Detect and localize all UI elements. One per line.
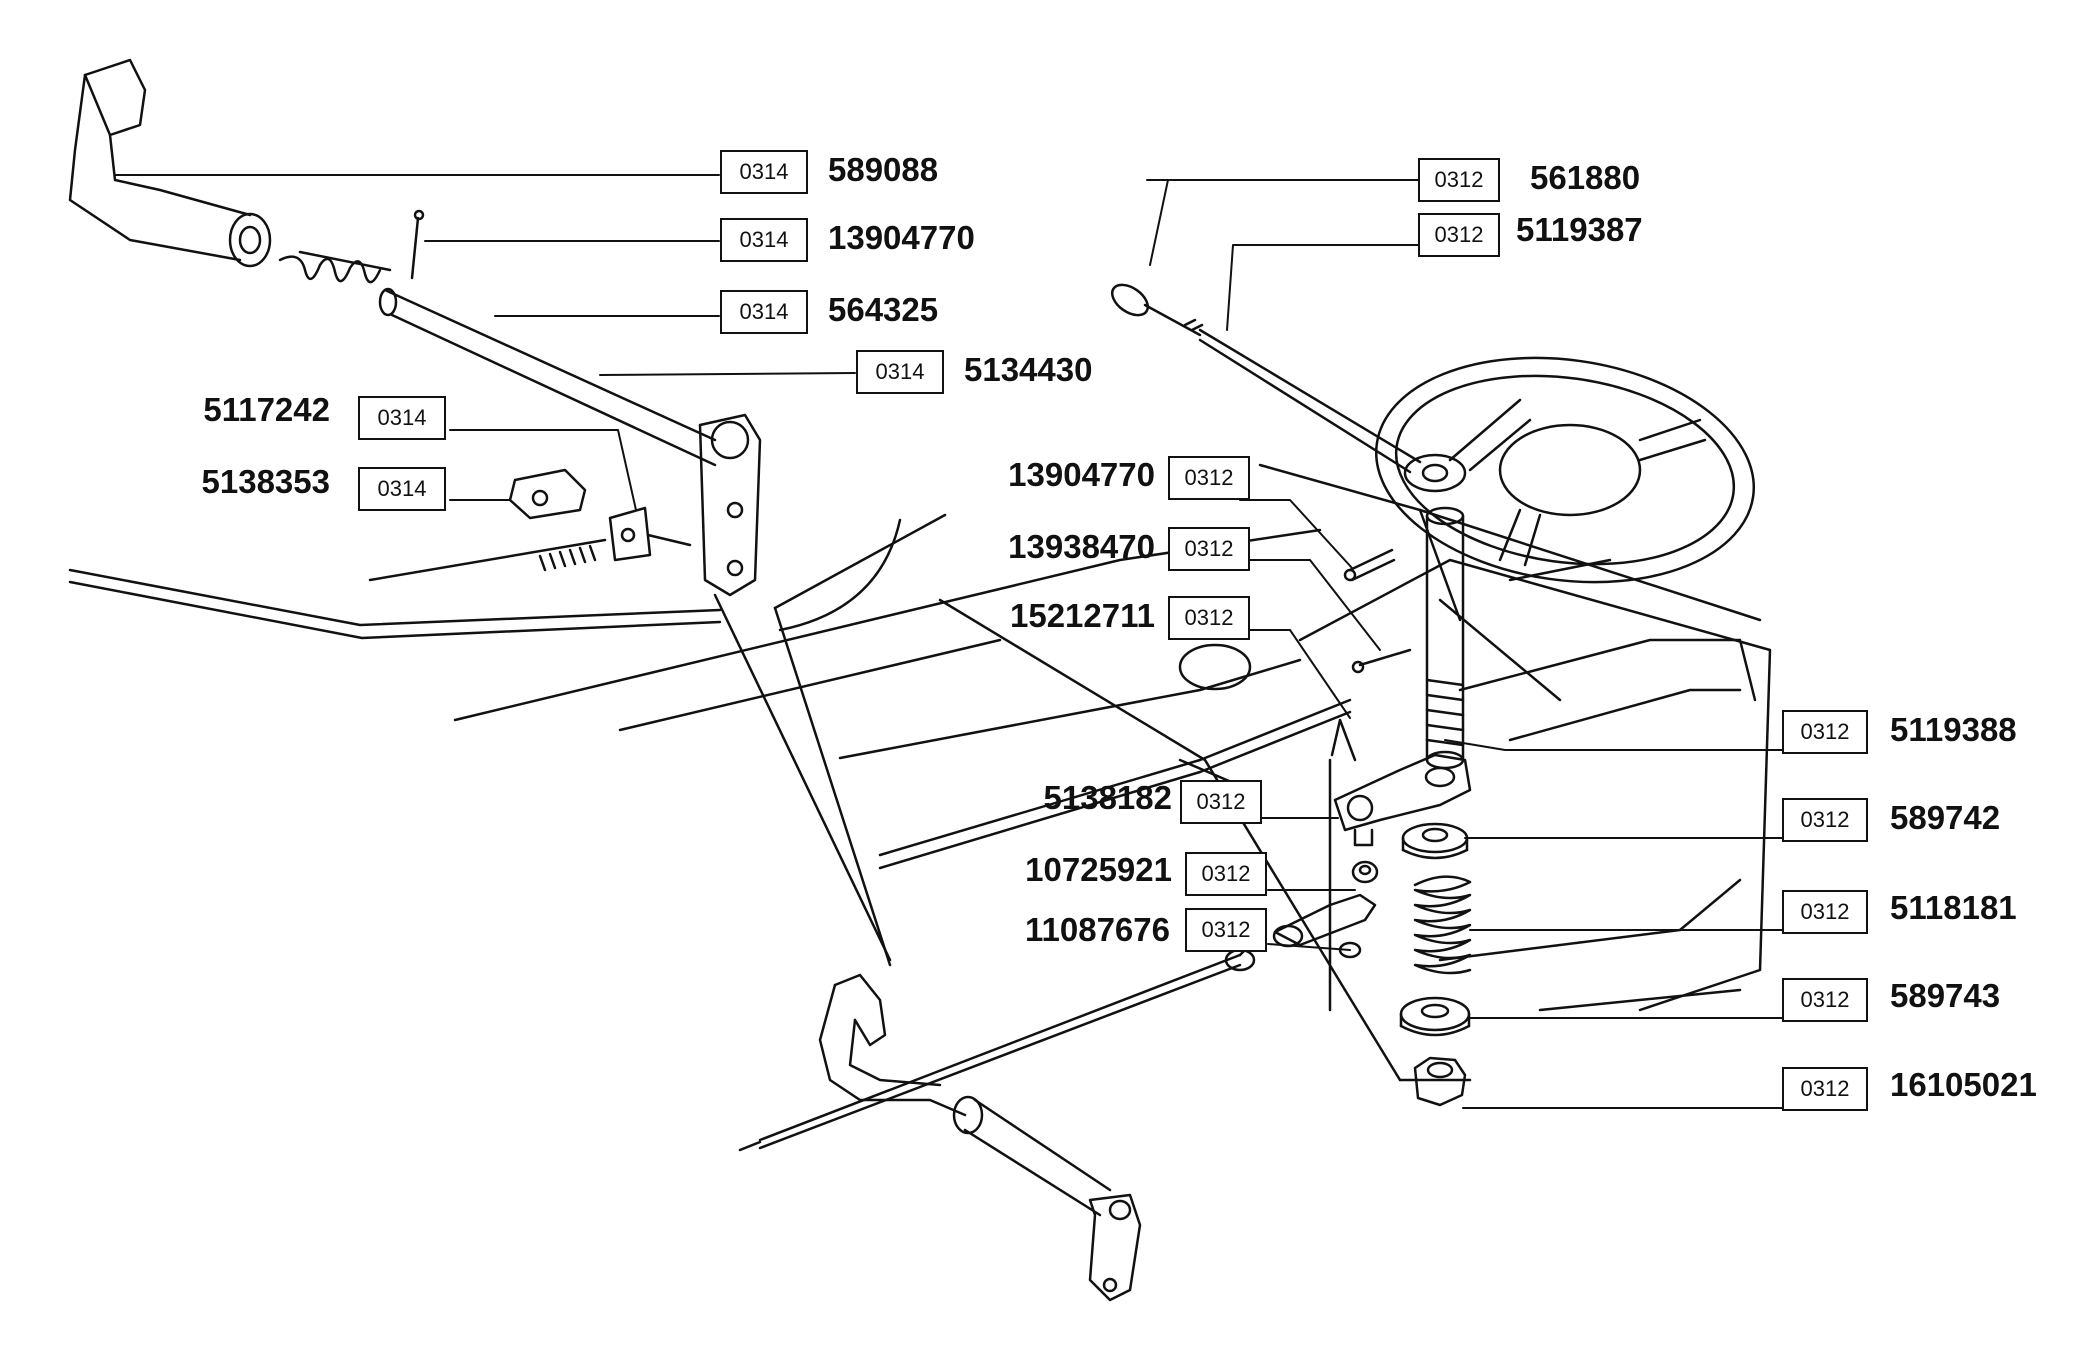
callout-code-box: 0312 [1180,780,1262,824]
guide-lines [713,513,947,967]
brake-lever-arm [698,413,762,597]
callout-code-box: 0314 [720,218,808,262]
callout-group-5118181: 0312 5118181 [1782,889,2017,934]
callout-group-5119388: 0312 5119388 [1782,710,2017,754]
part-number-label: 589743 [1890,977,2001,1014]
steering-rod [1110,283,1467,493]
part-number-label: 561880 [1530,159,1641,196]
clamp-block [608,506,692,562]
bracket-clip [508,468,587,520]
callout-group-589743: 0312 589743 [1782,977,2001,1022]
callout-code-box: 0314 [358,467,446,511]
part-number-label: 10725921 [1025,851,1172,888]
part-number-label: 11087676 [1024,911,1170,948]
callout-code-box: 0312 [1782,710,1868,754]
callout-code-box: 0312 [1782,1067,1868,1111]
callout-code-box: 0312 [1782,890,1868,934]
callout-code-box: 0312 [1185,908,1267,952]
callout-code-box: 0314 [720,290,808,334]
part-number-label: 5117242 [203,391,330,428]
part-number-label: 5134430 [964,351,1093,388]
steering-wheel [1374,356,1756,584]
callout-code-box: 0312 [1782,978,1868,1022]
part-number-label: 15212711 [1009,597,1155,634]
callout-code-box: 0312 [1782,798,1868,842]
part-number-label: 589742 [1890,799,2001,836]
part-number-label: 5138353 [201,463,330,500]
callout-code-box: 0314 [358,396,446,440]
round-cap [1178,643,1252,691]
coil-spring [1413,875,1472,975]
callout-code-box: 0312 [1168,527,1250,571]
small-pins [1330,548,1412,762]
callout-group-5117242: 5117242 0314 [203,391,446,440]
hex-nut [1413,1056,1467,1107]
washer-lower [1399,996,1471,1037]
leader-lines [114,174,1783,1109]
part-number-label: 5119387 [1516,211,1643,248]
part-number-label: 564325 [828,291,939,328]
callout-group-564325: 0314 564325 [720,290,939,334]
brake-shaft [378,287,717,467]
callout-code-box: 0312 [1418,213,1500,257]
lower-pedal-assembly [818,973,1142,1302]
callout-group-5138182: 5138182 0312 [1043,779,1262,824]
part-number-label: 16105021 [1890,1066,2037,1103]
part-number-label: 13904770 [1008,456,1155,493]
washer-upper [1401,822,1469,860]
callout-code-box: 0312 [1168,596,1250,640]
callout-group-5138353: 5138353 0314 [201,463,446,511]
callout-group-13938470: 13938470 0312 [1008,527,1250,571]
control-cable [738,933,1267,1152]
cotter-pin [410,209,425,280]
callout-code-box: 0312 [1418,158,1500,202]
part-number-label: 589088 [828,151,939,188]
callout-code-box: 0312 [1185,852,1267,896]
callout-group-13904770-a: 0314 13904770 [720,218,975,262]
callout-group-5119387: 0312 5119387 [1418,211,1643,257]
part-number-label: 5119388 [1890,711,2017,748]
tractor-body-outline [68,518,1772,1082]
return-spring [278,250,392,284]
callout-code-box: 0314 [856,350,944,394]
callout-group-16105021: 0312 16105021 [1782,1066,2037,1111]
callout-group-589742: 0312 589742 [1782,798,2001,842]
callout-group-15212711: 15212711 0312 [1009,596,1250,640]
part-number-label: 13938470 [1008,528,1155,565]
dashboard-panel [1258,463,1762,702]
part-number-label: 5138182 [1043,779,1172,816]
small-nut [1351,860,1379,884]
threaded-rod [368,538,607,582]
callout-group-5134430: 0314 5134430 [856,350,1093,394]
callout-group-589088: 0314 589088 [720,150,939,194]
callout-group-561880: 0312 561880 [1418,158,1641,202]
callout-group-13904770-b: 13904770 0312 [1008,456,1250,500]
part-number-label: 5118181 [1890,889,2017,926]
callout-code-box: 0312 [1168,456,1250,500]
part-number-label: 13904770 [828,219,975,256]
callout-group-11087676: 11087676 0312 [1024,908,1267,952]
brake-pedal [68,58,272,268]
callout-group-10725921: 10725921 0312 [1025,851,1267,896]
callout-code-box: 0314 [720,150,808,194]
steering-column [1425,506,1465,770]
steering-arm [1333,753,1472,847]
